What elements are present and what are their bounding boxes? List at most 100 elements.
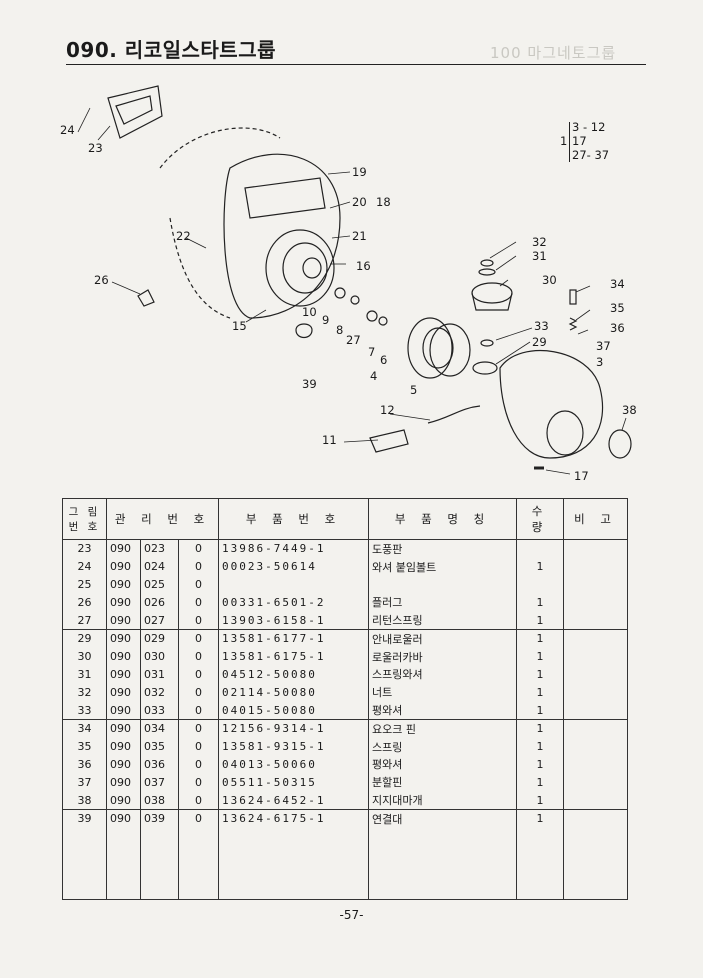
note-cell <box>563 647 628 666</box>
part-callout: 33 <box>534 319 549 333</box>
page-number: -57- <box>339 908 364 922</box>
mgmt-item-cell: 033 <box>140 701 179 720</box>
mgmt-item-cell: 024 <box>140 557 179 576</box>
mgmt-rev-cell: 0 <box>177 718 219 738</box>
empty-cell <box>516 827 564 846</box>
mgmt-rev-cell: 0 <box>177 593 219 612</box>
part-callout: 11 <box>322 433 337 447</box>
empty-cell <box>177 863 219 882</box>
empty-cell <box>368 827 517 846</box>
part-name-cell: 스프링와셔 <box>368 665 517 684</box>
empty-cell <box>106 827 141 846</box>
mgmt-group-cell: 090 <box>106 683 141 702</box>
mgmt-group-cell: 090 <box>106 593 141 612</box>
mgmt-item-cell: 030 <box>140 647 179 666</box>
cooling-fan-shape <box>265 229 335 307</box>
part-callout: 16 <box>356 259 371 273</box>
mgmt-rev-cell: 0 <box>177 791 219 810</box>
note-cell <box>563 539 628 558</box>
part-callout: 39 <box>302 377 317 391</box>
empty-cell <box>62 827 107 846</box>
part-no-cell: 04013-50060 <box>218 755 369 774</box>
header-qty: 수 량 <box>516 498 564 540</box>
part-no-cell: 13581-6175-1 <box>218 647 369 666</box>
empty-cell <box>368 881 517 900</box>
part-name-cell: 와셔 붙임볼트 <box>368 557 517 576</box>
mgmt-item-cell: 023 <box>140 539 179 558</box>
fig-no-cell: 37 <box>62 773 107 792</box>
empty-cell <box>368 863 517 882</box>
note-cell <box>563 808 628 828</box>
part-name-cell: 분할핀 <box>368 773 517 792</box>
part-callout: 36 <box>610 321 625 335</box>
header-part-name: 부 품 명 칭 <box>368 498 517 540</box>
mgmt-rev-cell: 0 <box>177 808 219 828</box>
summary-range: 27- 37 <box>572 148 610 162</box>
part-callout: 29 <box>532 335 547 349</box>
part-callout: 5 <box>410 383 417 397</box>
empty-cell <box>106 845 141 864</box>
part-name-cell: 로울러카바 <box>368 647 517 666</box>
fig-no-cell: 24 <box>62 557 107 576</box>
part-no-cell: 13903-6158-1 <box>218 611 369 630</box>
fig-no-cell: 32 <box>62 683 107 702</box>
part-no-cell: 00023-50614 <box>218 557 369 576</box>
part-callout: 10 <box>302 305 317 319</box>
empty-cell <box>218 827 369 846</box>
mgmt-rev-cell: 0 <box>177 539 219 558</box>
empty-cell <box>177 881 219 900</box>
empty-cell <box>563 827 628 846</box>
part-no-cell: 05511-50315 <box>218 773 369 792</box>
part-callout: 32 <box>532 235 547 249</box>
mgmt-group-cell: 090 <box>106 808 141 828</box>
mgmt-item-cell: 029 <box>140 628 179 648</box>
part-callout: 18 <box>376 195 391 209</box>
mgmt-item-cell: 032 <box>140 683 179 702</box>
note-cell <box>563 791 628 810</box>
empty-cell <box>62 881 107 900</box>
mgmt-group-cell: 090 <box>106 611 141 630</box>
empty-cell <box>563 863 628 882</box>
mgmt-group-cell: 090 <box>106 628 141 648</box>
part-name-cell: 연결대 <box>368 808 517 828</box>
empty-cell <box>177 845 219 864</box>
fig-no-cell: 35 <box>62 737 107 756</box>
page-title: 090. 리코일스타트그룹 <box>66 38 277 62</box>
deflector-plate-shape <box>107 85 163 139</box>
part-callout: 37 <box>596 339 611 353</box>
part-callout: 17 <box>574 469 589 483</box>
header-fig-no: 그 림 번 호 <box>62 498 107 540</box>
note-cell <box>563 718 628 738</box>
qty-cell: 1 <box>516 791 564 810</box>
part-no-cell: 13624-6452-1 <box>218 791 369 810</box>
part-name-cell: 리턴스프링 <box>368 611 517 630</box>
part-callout: 23 <box>88 141 103 155</box>
connector-shape <box>295 323 313 339</box>
mgmt-group-cell: 090 <box>106 755 141 774</box>
empty-cell <box>218 881 369 900</box>
roller-cover-shape <box>471 282 513 304</box>
empty-cell <box>62 845 107 864</box>
part-name-cell: 플러그 <box>368 593 517 612</box>
mgmt-item-cell: 036 <box>140 755 179 774</box>
empty-cell <box>177 827 219 846</box>
part-callout: 12 <box>380 403 395 417</box>
empty-cell <box>106 863 141 882</box>
table-header-row: 그 림 번 호 관 리 번 호 부 품 번 호 부 품 명 칭 수 량 비 고 <box>62 498 628 540</box>
mgmt-rev-cell: 0 <box>177 611 219 630</box>
empty-cell <box>368 845 517 864</box>
qty-cell: 1 <box>516 701 564 720</box>
part-no-cell: 13986-7449-1 <box>218 539 369 558</box>
mgmt-rev-cell: 0 <box>177 755 219 774</box>
parts-table: 그 림 번 호 관 리 번 호 부 품 번 호 부 품 명 칭 수 량 비 고 … <box>62 498 629 900</box>
mgmt-rev-cell: 0 <box>177 628 219 648</box>
